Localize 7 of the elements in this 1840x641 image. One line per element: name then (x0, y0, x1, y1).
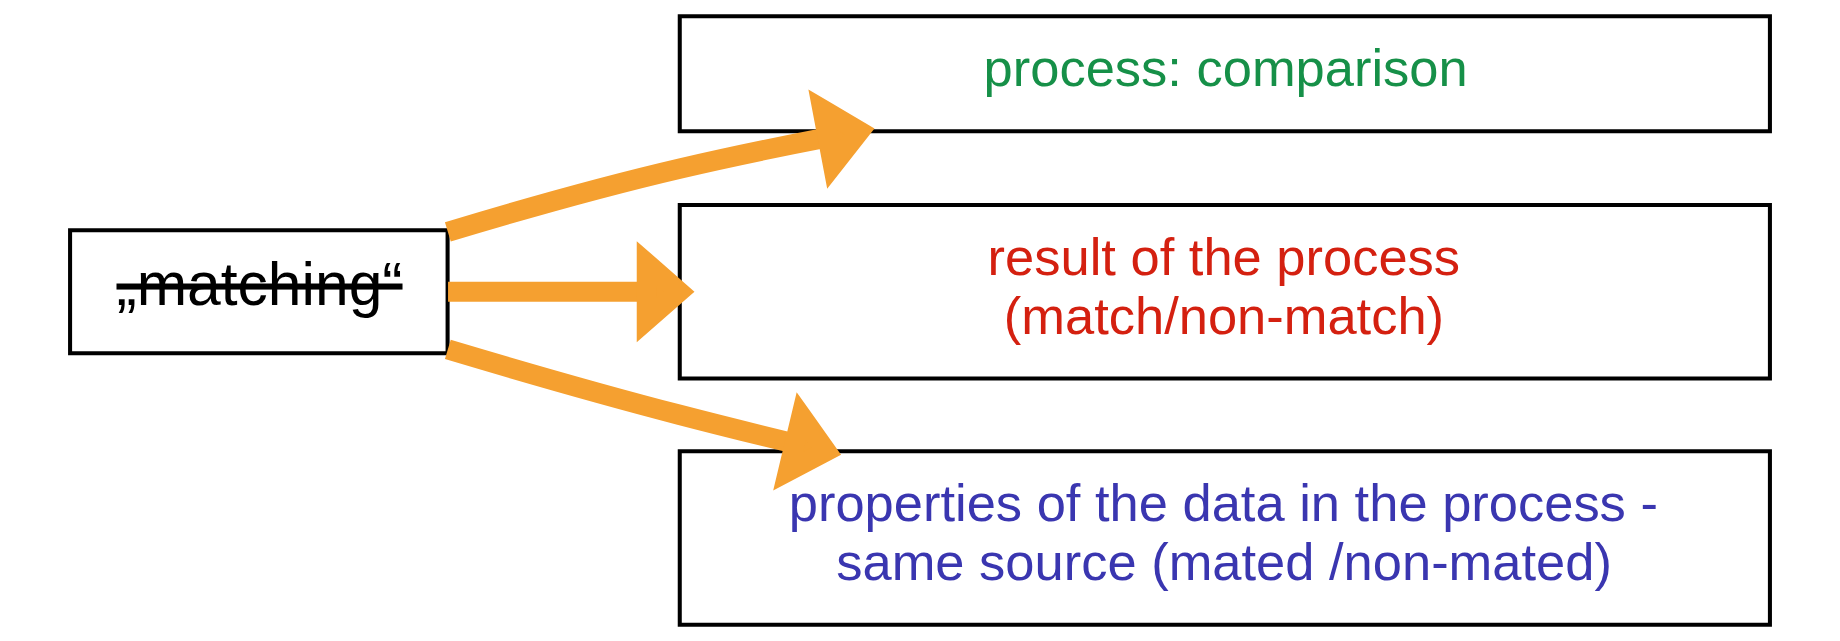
arrow (444, 339, 842, 491)
arrow (448, 241, 695, 343)
node-box: „matching“ (68, 228, 450, 356)
node-box: properties of the data in the process - same source (mated /non-mated) (677, 449, 1772, 627)
arrow (444, 89, 875, 242)
node-box: result of the process (match/non-match) (677, 202, 1772, 381)
node-box: process: comparison (677, 14, 1772, 134)
